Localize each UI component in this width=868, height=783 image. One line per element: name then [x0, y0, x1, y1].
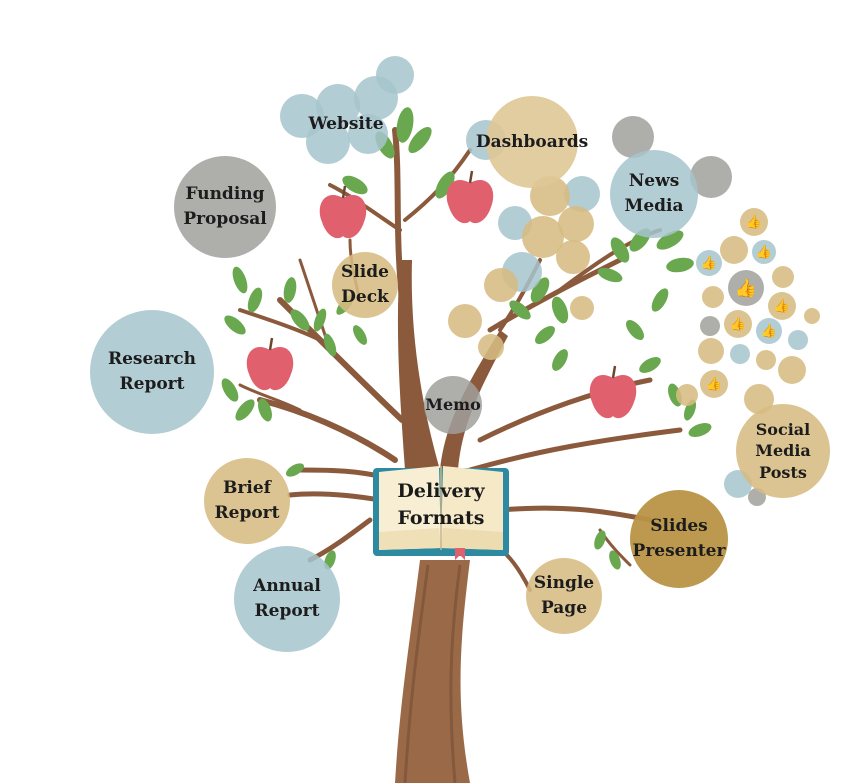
decor-bubble	[676, 384, 698, 406]
decor-bubble	[570, 296, 594, 320]
thumbs-up-icon: 👍	[768, 292, 796, 320]
thumbs-up-icon: 👍	[740, 208, 768, 236]
node-brief-report: Brief Report	[204, 458, 290, 544]
thumbs-up-icon: 👍	[756, 318, 782, 344]
decor-bubble	[376, 56, 414, 94]
decor-bubble	[730, 344, 750, 364]
node-research-report: Research Report	[90, 310, 214, 434]
thumbs-up-icon: 👍	[752, 240, 776, 264]
thumbs-up-icon: 👍	[696, 250, 722, 276]
node-dashboards: Dashboards	[476, 96, 588, 188]
thumbs-up-icon: 👍	[728, 270, 764, 306]
decor-bubble	[778, 356, 806, 384]
node-memo: Memo	[424, 376, 482, 434]
thumbs-up-icon: 👍	[700, 370, 728, 398]
decor-bubble	[700, 316, 720, 336]
decor-bubble	[306, 120, 350, 164]
decor-bubble	[478, 334, 504, 360]
decor-bubble	[698, 338, 724, 364]
open-book-icon	[373, 466, 509, 560]
decor-bubble	[348, 114, 388, 154]
decor-bubble	[448, 304, 482, 338]
decor-bubble	[772, 266, 794, 288]
apple-icon	[246, 180, 637, 419]
decor-bubble	[804, 308, 820, 324]
node-annual-report: Annual Report	[234, 546, 340, 652]
decor-bubble	[484, 268, 518, 302]
thumbs-up-icon: 👍	[724, 310, 752, 338]
decor-bubble	[556, 240, 590, 274]
center-node-label: Delivery Formats	[397, 480, 485, 529]
decor-bubble	[558, 206, 594, 242]
decor-bubble	[720, 236, 748, 264]
node-slide-deck: Slide Deck	[332, 252, 398, 318]
node-social-media-posts: Social Media Posts	[736, 404, 830, 498]
node-single-page: Single Page	[526, 558, 602, 634]
decor-bubble	[702, 286, 724, 308]
node-website: Website	[308, 113, 384, 134]
decor-bubble	[788, 330, 808, 350]
node-slides-presenter: Slides Presenter	[630, 490, 728, 588]
node-news-media: News Media	[610, 150, 698, 238]
node-funding-proposal: Funding Proposal	[174, 156, 276, 258]
decor-bubble	[756, 350, 776, 370]
